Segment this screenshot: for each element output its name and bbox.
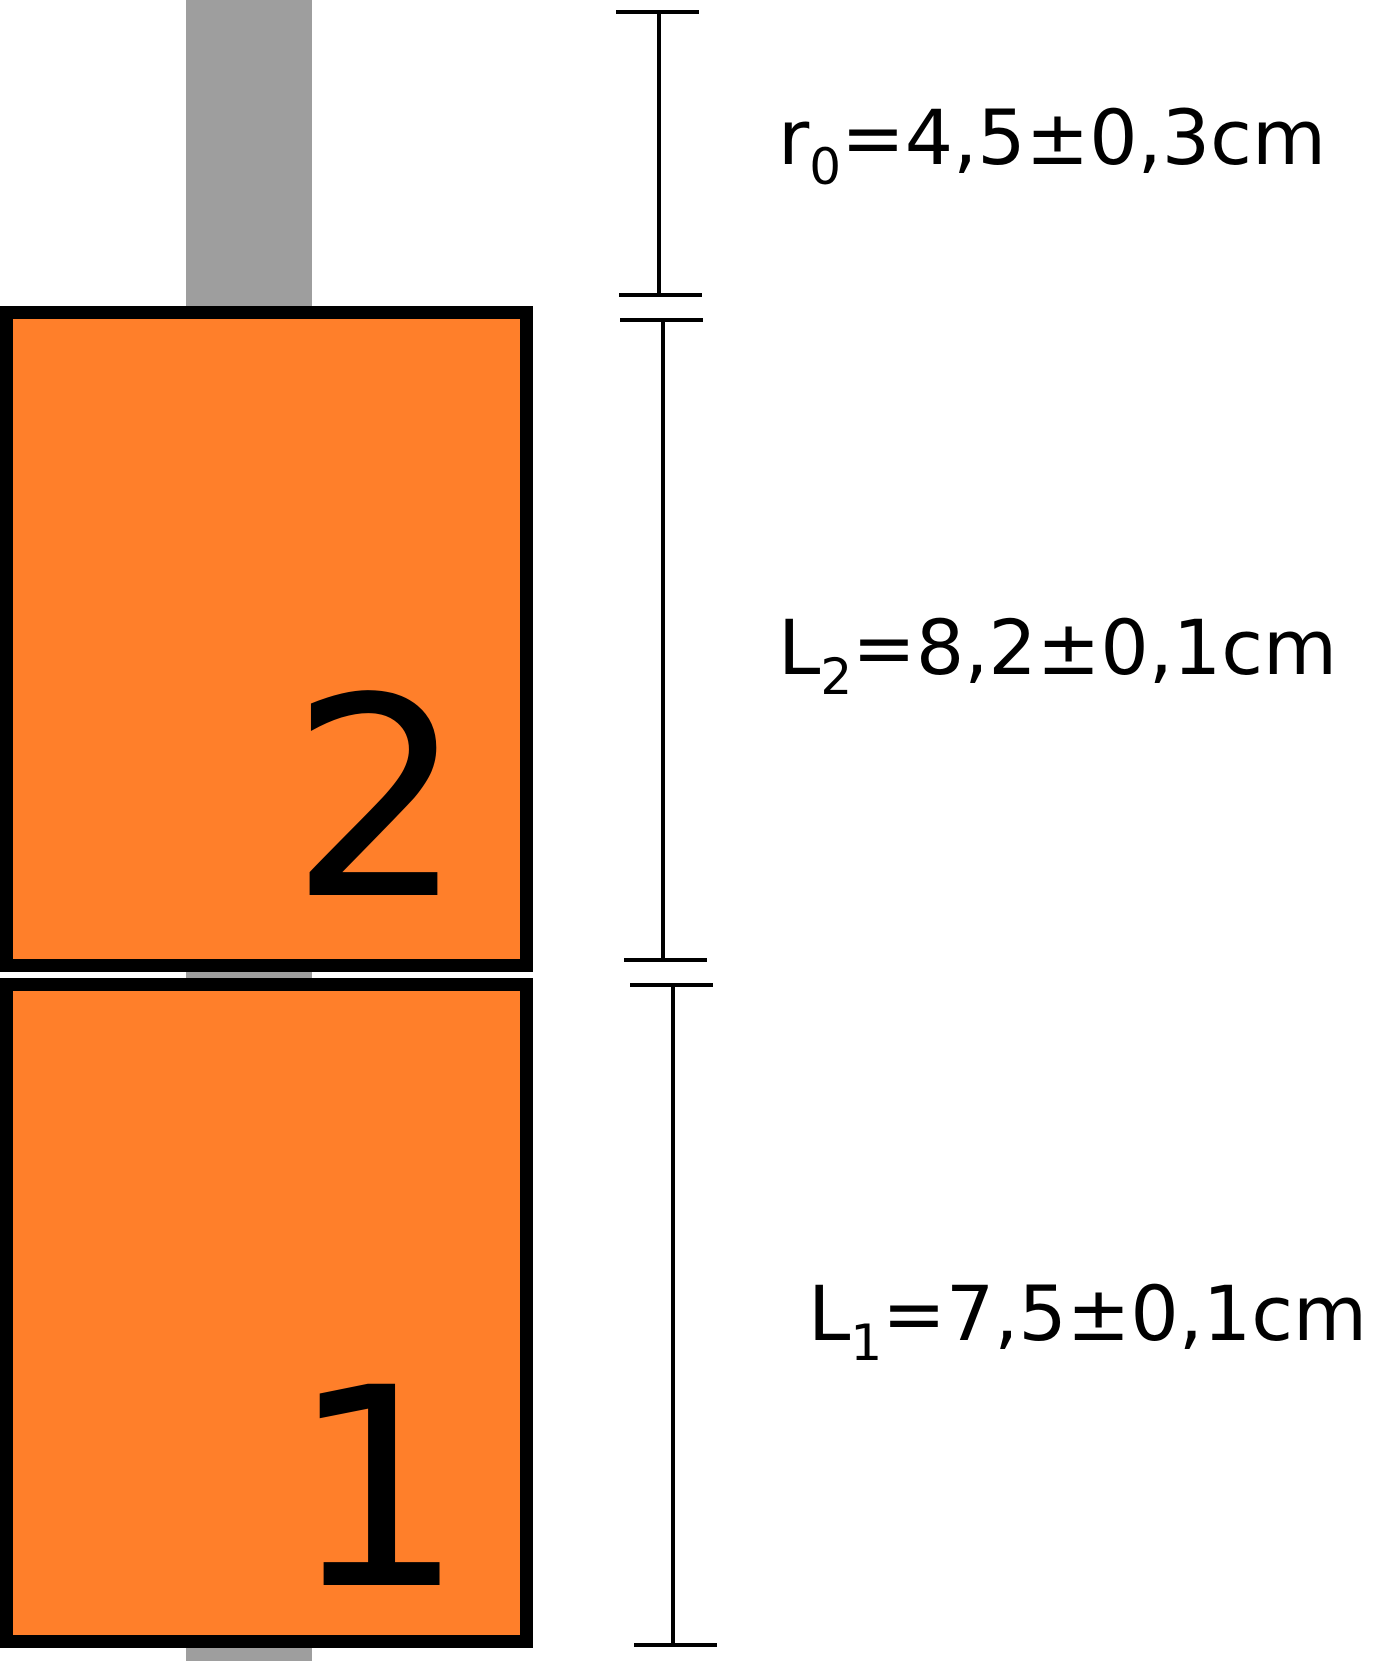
dimension-l1-value: =7,5±0,1cm [882,1269,1368,1358]
block-2: 2 [0,306,533,972]
dimension-l1-cap-bottom [634,1643,717,1647]
dimension-r0-symbol: r [778,93,810,182]
dimension-r0-label: r0=4,5±0,3cm [778,93,1326,193]
block-1-label: 1 [289,1330,465,1651]
dimension-l2-symbol: L [778,603,821,692]
dimension-l1-symbol: L [808,1269,851,1358]
block-1: 1 [0,978,533,1648]
dimension-r0-cap-bottom [619,293,702,297]
rod-top [186,0,312,312]
dimension-l2-value: =8,2±0,1cm [852,603,1338,692]
dimension-r0-subscript: 0 [809,138,842,196]
dimension-l1-subscript: 1 [850,1314,883,1372]
block-2-label: 2 [289,640,465,961]
dimension-r0-line [657,12,661,295]
dimension-l2-cap-bottom [624,958,707,962]
dimension-r0-value: =4,5±0,3cm [841,93,1326,182]
dimension-l1-label: L1=7,5±0,1cm [808,1269,1368,1369]
dimension-l2-line [661,320,665,960]
dimension-l1-line [671,985,675,1645]
dimension-l2-subscript: 2 [820,648,853,706]
rod-bottom [186,1646,312,1661]
dimension-l2-label: L2=8,2±0,1cm [778,603,1338,703]
